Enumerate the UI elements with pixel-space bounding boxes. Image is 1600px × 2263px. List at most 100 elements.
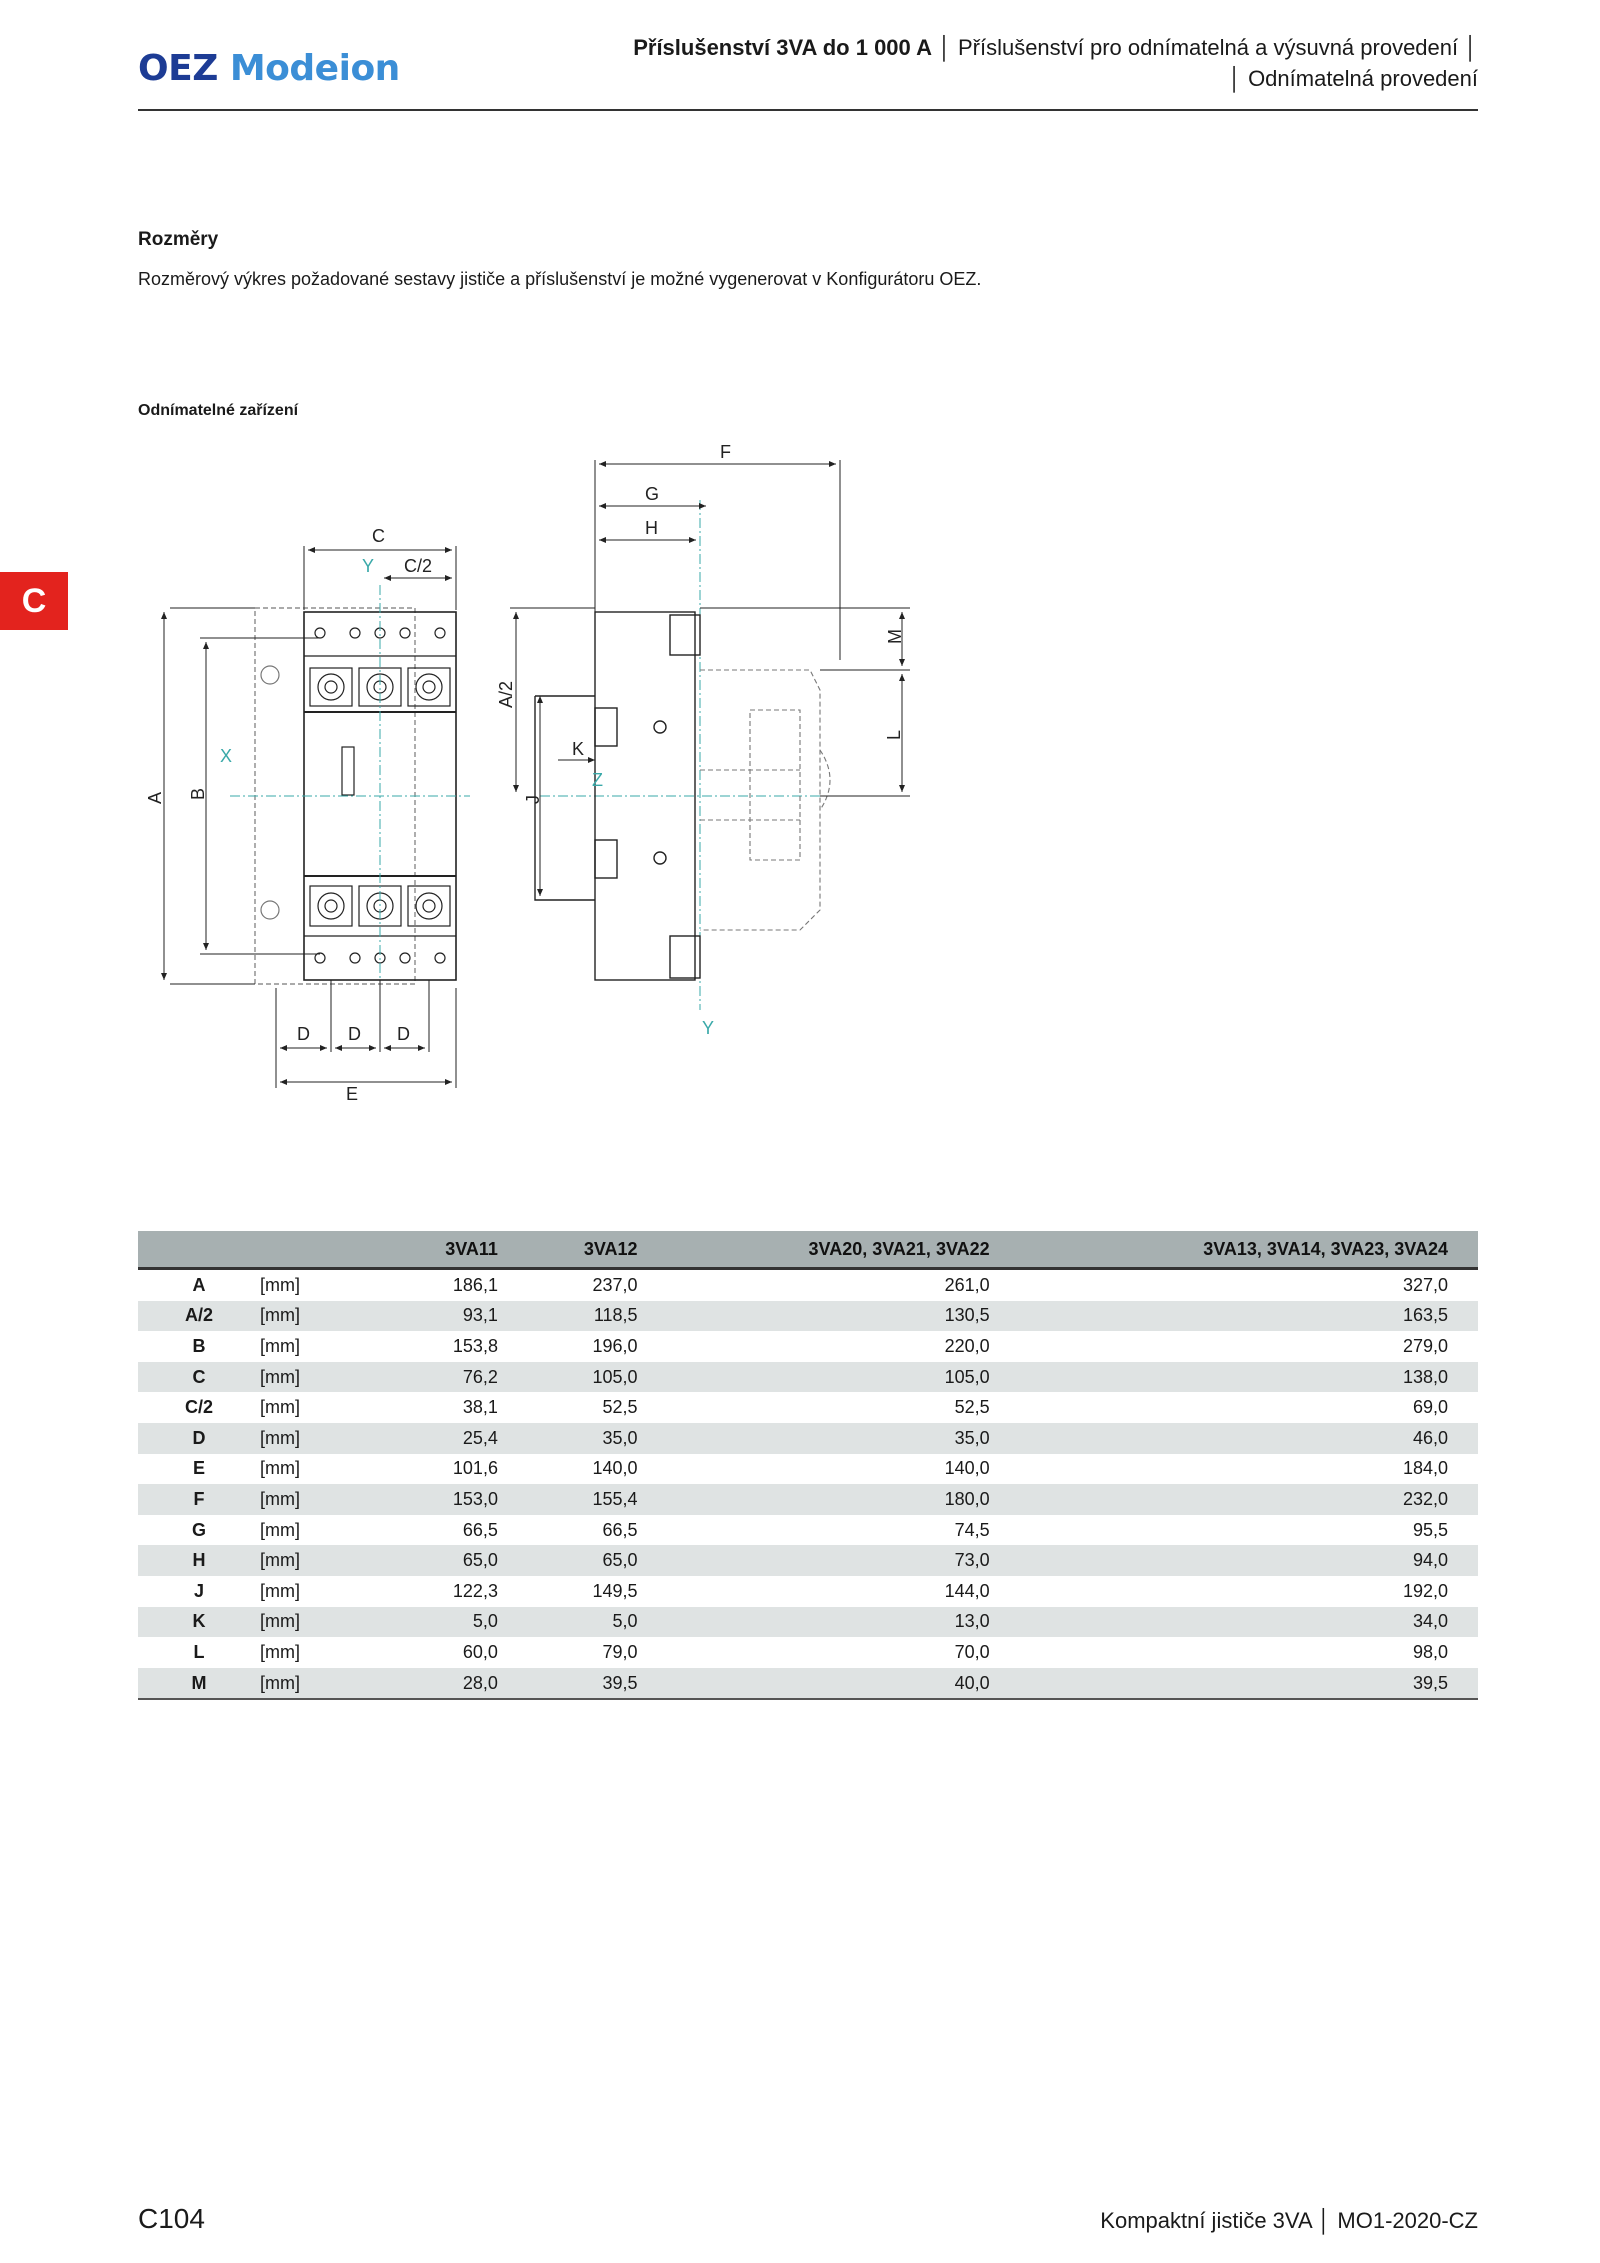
row-value: 74,5 — [954, 1519, 990, 1540]
dimension-drawing: A B C C/2 D D D E F G H A/2 J K L M X Y … — [145, 442, 910, 1100]
row-value: 69,0 — [1412, 1397, 1448, 1418]
row-value: 220,0 — [944, 1335, 990, 1356]
col-header-3va20: 3VA20, 3VA21, 3VA22 — [667, 1231, 1020, 1270]
label-L: L — [884, 730, 904, 740]
row-value: 5,0 — [527, 1606, 668, 1638]
row-dimension-label: J — [193, 1580, 204, 1601]
label-E: E — [346, 1084, 358, 1100]
row-value: 327,0 — [1402, 1274, 1448, 1295]
row-value: 184,0 — [1402, 1458, 1448, 1479]
header-subcategory: │ Příslušenství pro odnímatelná a výsuvn… — [938, 35, 1478, 60]
row-value: 76,2 — [390, 1361, 528, 1393]
label-F: F — [720, 442, 731, 462]
row-value: 122,3 — [452, 1580, 498, 1601]
axis-label-Y-front: Y — [362, 556, 374, 576]
row-value: 186,1 — [452, 1274, 498, 1295]
row-dimension-label: C/2 — [184, 1397, 213, 1418]
table-header-row: 3VA11 3VA12 3VA20, 3VA21, 3VA22 3VA13, 3… — [138, 1231, 1478, 1270]
row-unit: [mm] — [260, 1458, 300, 1479]
row-value: 34,0 — [1019, 1606, 1478, 1638]
label-C: C — [372, 526, 385, 546]
row-dimension-label: D — [138, 1422, 260, 1454]
row-value: 98,0 — [1412, 1641, 1448, 1662]
row-unit: [mm] — [260, 1361, 390, 1393]
row-value: 25,4 — [390, 1422, 528, 1454]
row-value: 79,0 — [602, 1641, 638, 1662]
row-value: 66,5 — [462, 1519, 498, 1540]
row-value: 60,0 — [462, 1641, 498, 1662]
row-value: 93,1 — [390, 1300, 528, 1332]
logo-product: Modeion — [229, 48, 400, 89]
row-value: 46,0 — [1019, 1422, 1478, 1454]
row-dimension-label: H — [138, 1545, 260, 1576]
row-dimension-label: L — [193, 1641, 205, 1662]
row-value: 70,0 — [954, 1641, 990, 1662]
label-K: K — [572, 739, 584, 759]
row-value: 140,0 — [592, 1458, 638, 1479]
label-M: M — [885, 629, 905, 644]
row-value: 118,5 — [527, 1300, 668, 1332]
row-value: 279,0 — [1402, 1335, 1448, 1356]
header-category: Příslušenství 3VA do 1 000 A — [633, 35, 932, 60]
row-value: 140,0 — [944, 1458, 990, 1479]
col-header-3va13: 3VA13, 3VA14, 3VA23, 3VA24 — [1019, 1231, 1478, 1270]
row-value: 153,8 — [452, 1335, 498, 1356]
row-value: 149,5 — [592, 1580, 638, 1601]
label-A: A — [145, 792, 165, 804]
row-value: 138,0 — [1019, 1361, 1478, 1393]
logo-brand: OEZ — [138, 48, 218, 89]
footer-publication: Kompaktní jističe 3VA │ MO1-2020-CZ — [1100, 2208, 1478, 2233]
label-A2: A/2 — [496, 681, 516, 708]
row-dimension-label: K — [138, 1606, 260, 1638]
section-title: Rozměry — [138, 229, 219, 250]
label-G: G — [645, 484, 659, 504]
row-value: 130,5 — [667, 1300, 1020, 1332]
row-value: 65,0 — [390, 1545, 528, 1576]
row-value: 52,5 — [602, 1397, 638, 1418]
row-unit: [mm] — [260, 1580, 300, 1601]
dimensions-table: 3VA11 3VA12 3VA20, 3VA21, 3VA22 3VA13, 3… — [138, 1231, 1478, 1701]
header-divider — [138, 109, 1478, 111]
row-value: 94,0 — [1019, 1545, 1478, 1576]
row-unit: [mm] — [260, 1641, 300, 1662]
header-subsection: │ Odnímatelná provedení — [1228, 66, 1478, 91]
row-dimension-label: G — [191, 1519, 206, 1540]
row-unit: [mm] — [260, 1422, 390, 1454]
label-B: B — [188, 788, 208, 800]
col-header-dim — [138, 1231, 260, 1270]
row-value: 237,0 — [592, 1274, 638, 1295]
label-D3: D — [397, 1024, 410, 1044]
label-J: J — [523, 795, 543, 804]
row-value: 35,0 — [667, 1422, 1020, 1454]
row-unit: [mm] — [260, 1545, 390, 1576]
row-value: 40,0 — [667, 1667, 1020, 1701]
row-value: 66,5 — [602, 1519, 638, 1540]
row-value: 39,5 — [527, 1667, 668, 1701]
chapter-tab: C — [0, 572, 68, 630]
page-number: C104 — [138, 2203, 205, 2234]
header-breadcrumb: Příslušenství 3VA do 1 000 A │ Příslušen… — [633, 32, 1478, 94]
row-dimension-label: C — [138, 1361, 260, 1393]
row-unit: [mm] — [260, 1335, 300, 1356]
col-header-3va11: 3VA11 — [390, 1231, 528, 1270]
label-D1: D — [297, 1024, 310, 1044]
row-dimension-label: M — [138, 1667, 260, 1701]
row-value: 95,5 — [1412, 1519, 1448, 1540]
row-value: 105,0 — [667, 1361, 1020, 1393]
label-H: H — [645, 518, 658, 538]
row-value: 261,0 — [944, 1274, 990, 1295]
axis-label-X: X — [220, 746, 232, 766]
row-value: 35,0 — [527, 1422, 668, 1454]
row-value: 180,0 — [667, 1484, 1020, 1515]
col-header-unit — [260, 1231, 390, 1270]
row-value: 105,0 — [527, 1361, 668, 1393]
row-dimension-label: A/2 — [138, 1300, 260, 1332]
